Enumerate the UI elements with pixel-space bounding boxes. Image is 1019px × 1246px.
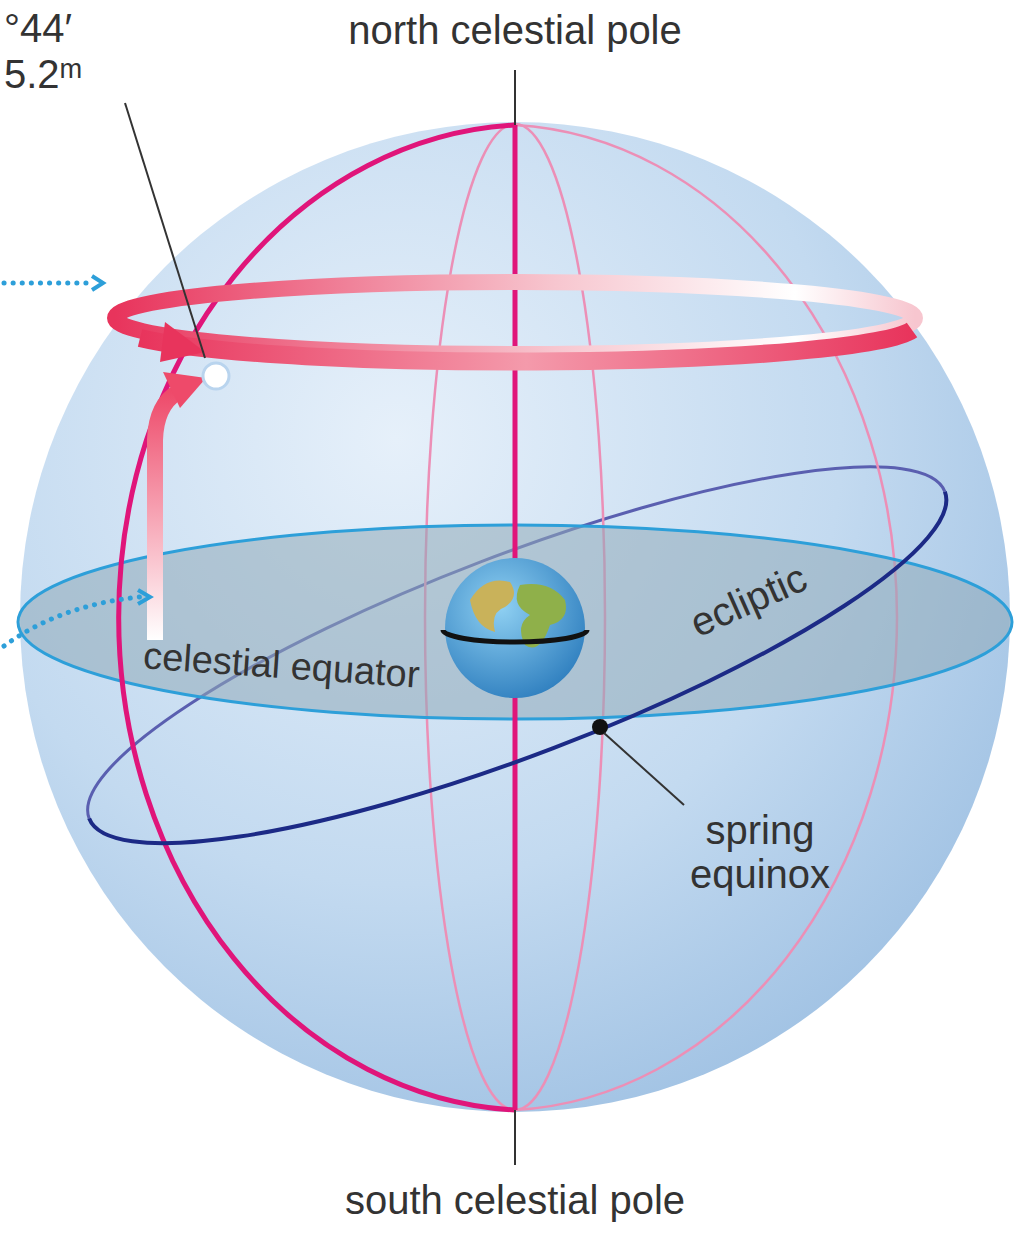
arrowhead	[92, 276, 103, 290]
pole-tick	[514, 70, 516, 125]
leader-line	[125, 103, 205, 358]
pole-label: north celestial pole	[348, 8, 682, 52]
point-label: spring equinox	[660, 808, 860, 896]
earth-land	[470, 580, 514, 632]
arrowhead	[163, 372, 206, 408]
earth-equator	[443, 630, 587, 642]
ecliptic-front	[89, 492, 980, 912]
arrowhead	[138, 590, 150, 604]
pole-tick	[514, 1110, 516, 1165]
earth	[445, 558, 585, 698]
coordinate-label: °44′	[4, 6, 72, 50]
pole-label: south celestial pole	[345, 1178, 685, 1222]
equinox-point	[592, 719, 608, 735]
dotted-pointer	[4, 597, 140, 646]
coordinate-label: 5.2ᵐ	[4, 52, 83, 96]
declination-ring-front	[140, 330, 912, 362]
declination-arrow	[155, 392, 178, 640]
arrowhead	[160, 322, 205, 362]
dotted-pointer	[4, 281, 95, 286]
star	[203, 363, 229, 389]
meridian-line	[425, 124, 605, 1110]
leader-line	[604, 733, 684, 805]
